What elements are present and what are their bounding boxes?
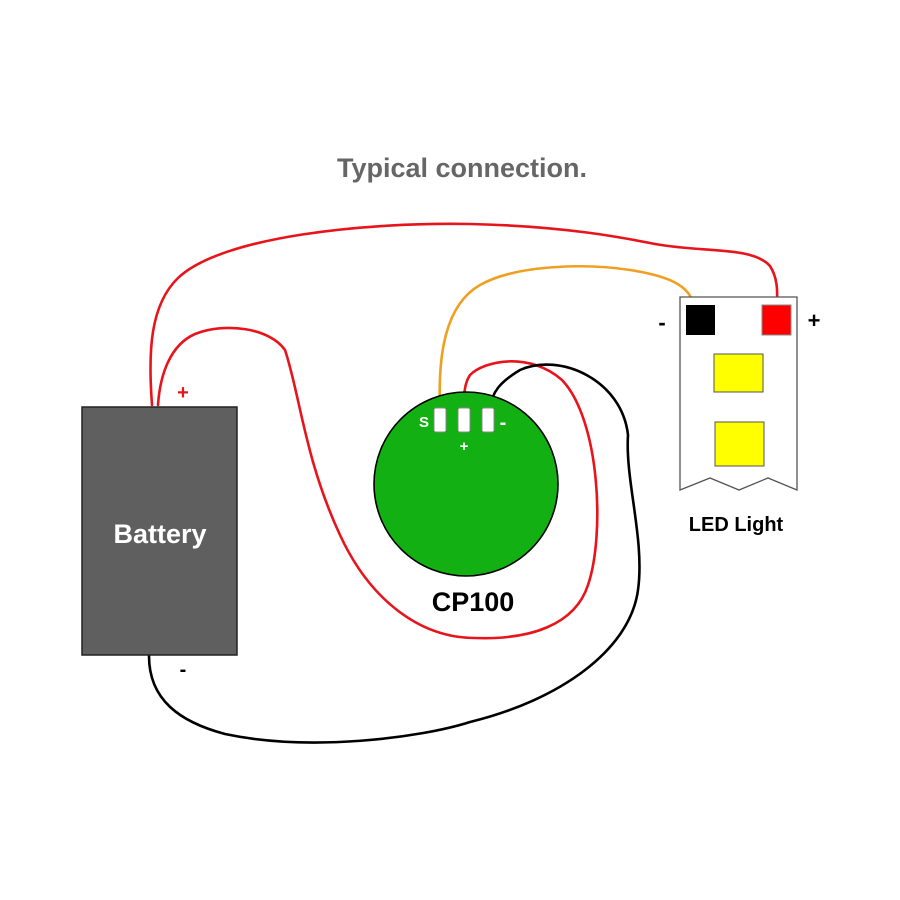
diagram-title: Typical connection. — [337, 153, 587, 183]
led-strip-body — [679, 296, 798, 491]
led-chip-2 — [714, 421, 765, 467]
cp100-pin-minus-label: - — [500, 412, 507, 434]
cp100-pin-s — [433, 407, 447, 433]
cp100-pin-plus-label: + — [460, 438, 469, 455]
led-pad-minus — [686, 305, 715, 335]
cp100-pin-s-label: S — [419, 414, 429, 431]
wire-battery-plus-to-cp100-plus — [156, 326, 599, 640]
led-minus-marker: - — [658, 310, 665, 335]
battery-body — [81, 406, 238, 656]
cp100-board — [373, 391, 559, 577]
wire-battery-plus-to-led-plus — [149, 222, 779, 407]
cp100-pin-plus — [457, 407, 471, 433]
wire-cp100-signal-to-led-minus — [438, 265, 696, 410]
cp100-label: CP100 — [432, 587, 515, 617]
battery-minus-marker: - — [180, 659, 187, 681]
battery-plus-marker: + — [177, 382, 189, 404]
led-pad-plus — [761, 304, 792, 336]
led-plus-marker: + — [808, 308, 821, 333]
battery-label: Battery — [113, 519, 206, 549]
led-label: LED Light — [689, 514, 784, 536]
cp100-pin-minus — [481, 407, 495, 433]
led-chip-1 — [713, 353, 764, 393]
wire-battery-minus-to-cp100-minus — [147, 363, 641, 744]
